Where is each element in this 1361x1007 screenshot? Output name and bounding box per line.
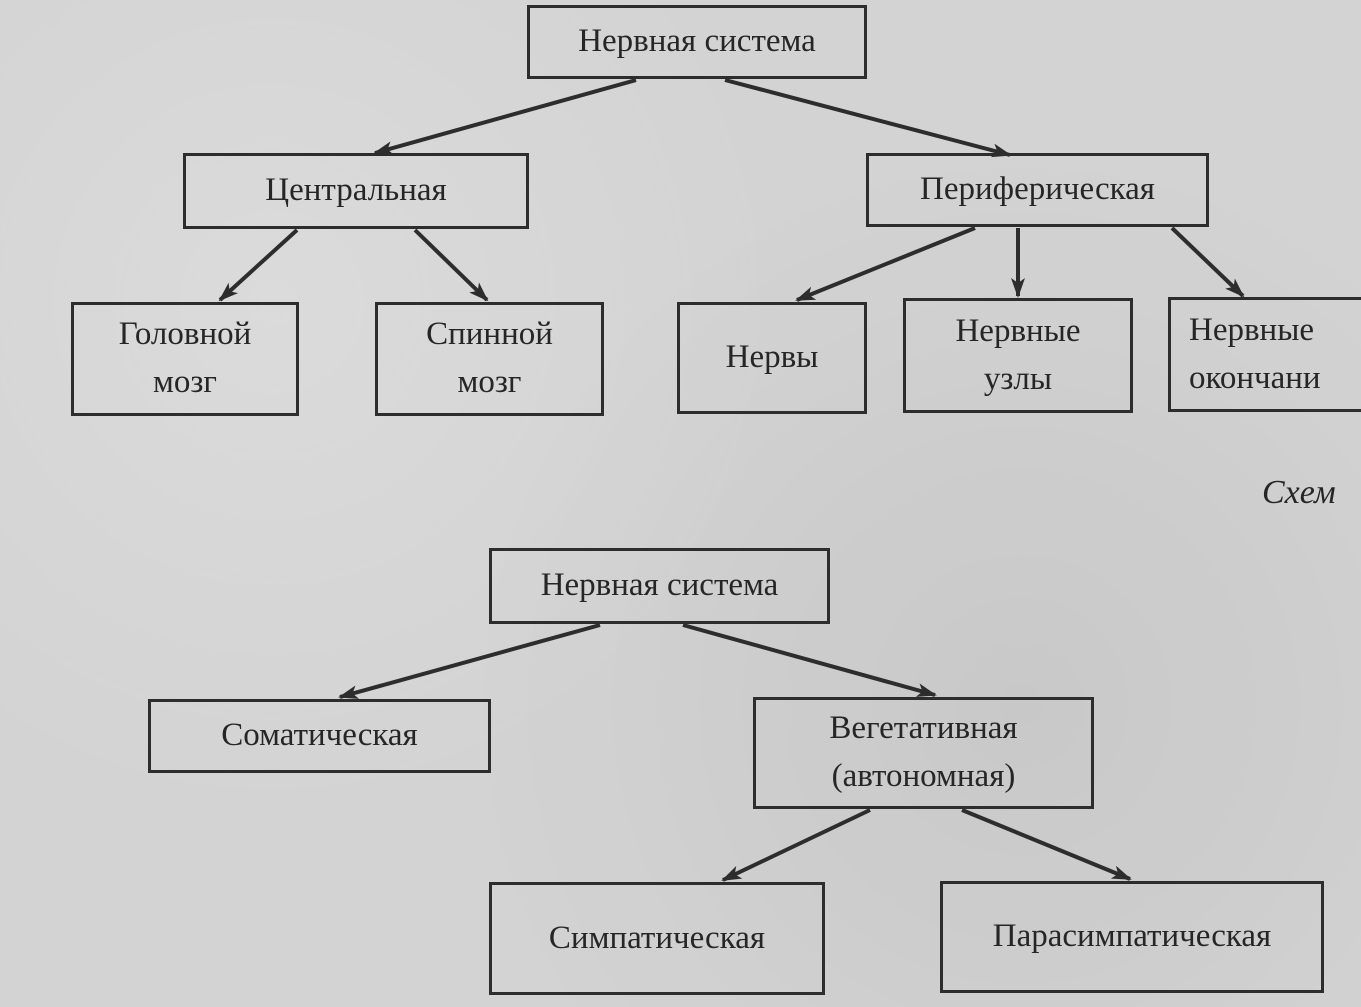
label: Периферическая — [920, 171, 1155, 208]
label: Симпатическая — [548, 919, 766, 956]
arrow-autonomic-to-parasympathetic — [961, 808, 1132, 881]
box-parasympathetic: Парасимпатическая — [940, 881, 1324, 993]
arrow-root2-to-somatic — [338, 623, 601, 699]
box-spinal-cord: Спинной мозг — [375, 302, 604, 416]
box-nervous-system-2: Нервная система — [489, 548, 830, 624]
label: Парасимпатическая — [992, 918, 1272, 955]
box-central: Центральная — [183, 153, 529, 229]
arrow-central-to-brain — [218, 228, 299, 302]
box-nervous-system: Нервная система — [527, 5, 867, 79]
label: Головной мозг — [118, 316, 252, 400]
arrow-central-to-spinal — [413, 228, 489, 302]
label: Вегетативная (автономная) — [829, 710, 1018, 794]
arrow-peripheral-to-endings — [1170, 226, 1245, 298]
label: Спинной мозг — [426, 316, 553, 400]
label: Центральная — [265, 172, 447, 209]
box-ganglia: Нервные узлы — [903, 298, 1133, 413]
arrow-peripheral-to-nerves — [795, 226, 976, 302]
box-autonomic: Вегетативная (автономная) — [753, 697, 1094, 809]
box-somatic: Соматическая — [148, 699, 491, 773]
box-nerves: Нервы — [677, 302, 867, 414]
box-brain: Головной мозг — [71, 302, 299, 416]
label: Нервы — [725, 339, 819, 376]
label: Соматическая — [221, 717, 418, 754]
box-sympathetic: Симпатическая — [489, 882, 825, 995]
arrow-root2-to-autonomic — [682, 623, 937, 697]
figure-caption: Схем — [1262, 474, 1336, 511]
label: Нервные узлы — [955, 312, 1081, 397]
box-peripheral: Периферическая — [866, 153, 1209, 227]
label: Нервные окончани — [1189, 311, 1321, 396]
arrow-root-to-central — [373, 78, 637, 155]
label: Нервная система — [578, 23, 816, 60]
box-nerve-endings: Нервные окончани — [1168, 297, 1361, 412]
arrow-autonomic-to-sympathetic — [721, 808, 871, 882]
arrow-root-to-peripheral — [724, 78, 1012, 158]
label: Нервная система — [540, 567, 779, 604]
